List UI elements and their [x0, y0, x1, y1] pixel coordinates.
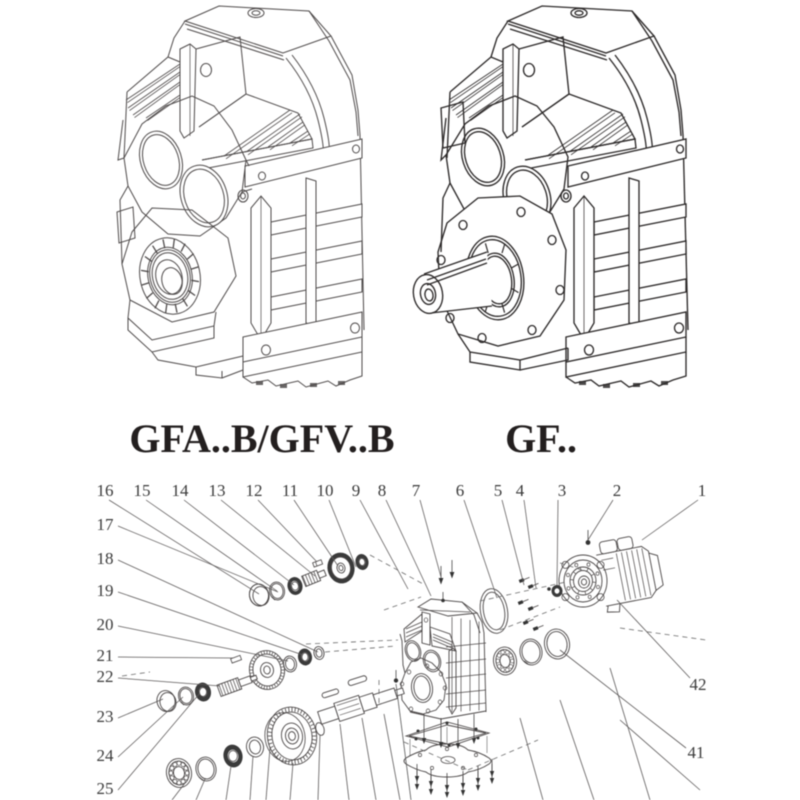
svg-text:22: 22 — [97, 667, 114, 686]
svg-text:10: 10 — [317, 481, 334, 500]
svg-text:3: 3 — [558, 481, 567, 500]
svg-text:21: 21 — [97, 646, 114, 665]
svg-text:23: 23 — [97, 707, 114, 726]
svg-text:17: 17 — [97, 515, 115, 534]
svg-text:12: 12 — [246, 481, 263, 500]
svg-text:6: 6 — [456, 481, 465, 500]
svg-text:41: 41 — [688, 743, 705, 762]
svg-text:42: 42 — [690, 675, 707, 694]
svg-text:18: 18 — [97, 549, 114, 568]
svg-text:14: 14 — [172, 481, 190, 500]
svg-text:7: 7 — [412, 481, 421, 500]
svg-text:8: 8 — [378, 481, 387, 500]
svg-text:16: 16 — [97, 481, 114, 500]
svg-text:13: 13 — [209, 481, 226, 500]
svg-text:24: 24 — [97, 746, 115, 765]
svg-text:15: 15 — [134, 481, 151, 500]
svg-text:GFA..B/GFV..B: GFA..B/GFV..B — [129, 416, 394, 461]
svg-text:19: 19 — [97, 581, 114, 600]
svg-text:20: 20 — [97, 615, 114, 634]
svg-text:GF..: GF.. — [505, 416, 577, 461]
svg-text:11: 11 — [282, 481, 298, 500]
svg-text:5: 5 — [494, 481, 503, 500]
svg-text:1: 1 — [698, 481, 707, 500]
svg-text:9: 9 — [352, 481, 361, 500]
svg-text:25: 25 — [97, 779, 114, 798]
svg-text:2: 2 — [613, 481, 622, 500]
svg-text:4: 4 — [516, 481, 525, 500]
